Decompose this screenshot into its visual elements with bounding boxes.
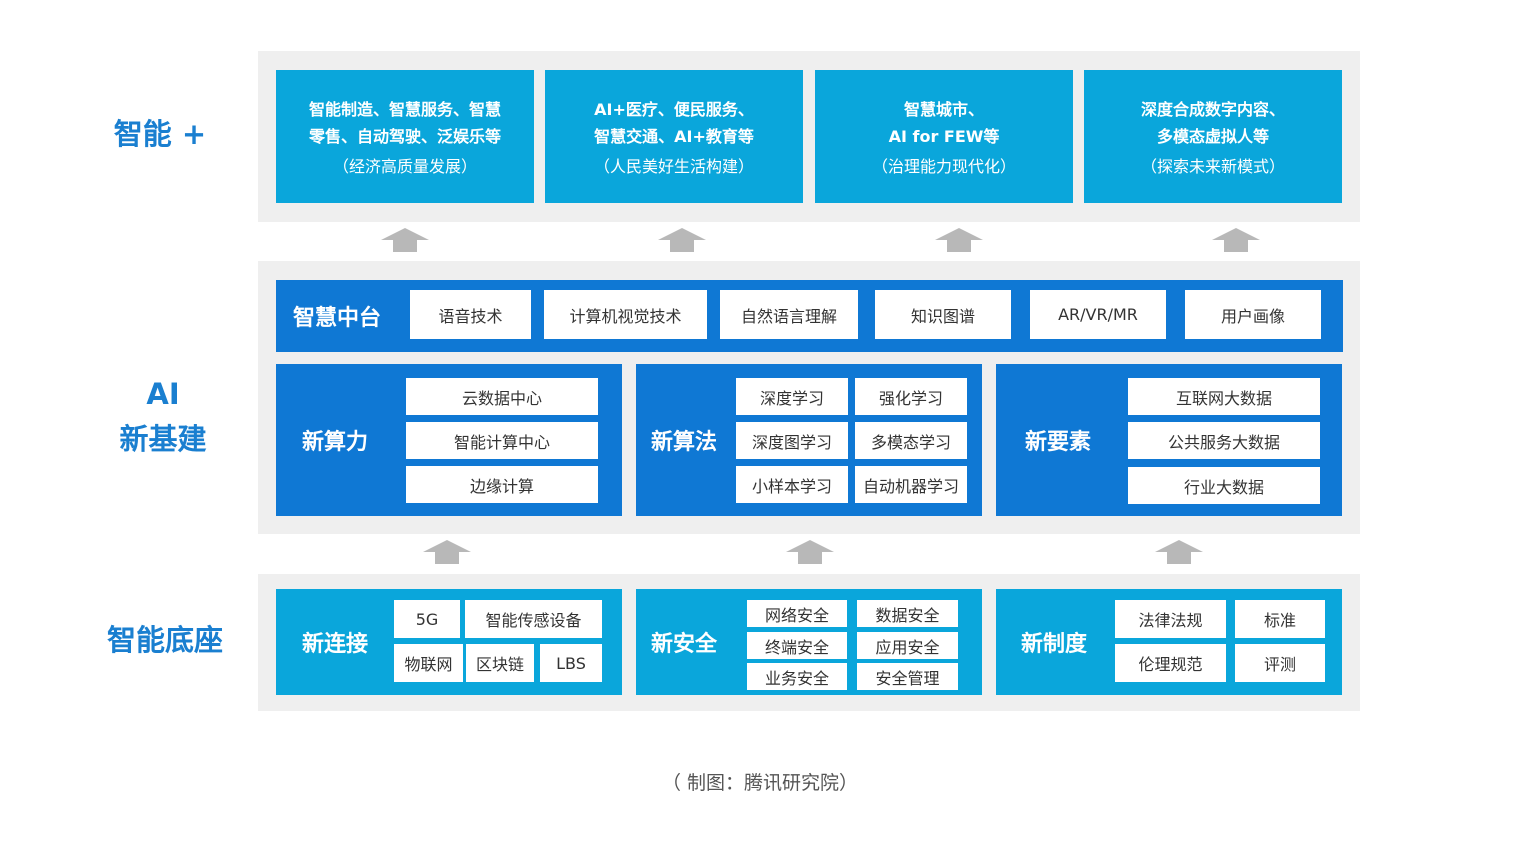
- platform-item: 用户画像: [1185, 290, 1321, 339]
- top-card-life: AI+医疗、便民服务、 智慧交通、AI+教育等 （人民美好生活构建）: [545, 70, 803, 203]
- up-arrow-icon: [381, 228, 429, 252]
- label-smart-plus: 智能 +: [113, 117, 207, 151]
- connect-title: 新连接: [302, 632, 369, 657]
- system-title: 新制度: [1021, 632, 1088, 657]
- algorithm-item: 深度图学习: [736, 422, 848, 459]
- security-item: 网络安全: [747, 600, 847, 627]
- security-item: 安全管理: [857, 663, 958, 690]
- platform-item: 自然语言理解: [720, 290, 858, 339]
- system-item: 伦理规范: [1115, 644, 1226, 682]
- top-card-sub: （人民美好生活构建）: [593, 156, 754, 176]
- platform-item: 计算机视觉技术: [544, 290, 707, 339]
- algorithm-item: 小样本学习: [736, 466, 848, 503]
- system-item: 法律法规: [1115, 600, 1226, 638]
- compute-item: 云数据中心: [406, 378, 598, 415]
- algorithm-item: 深度学习: [736, 378, 848, 415]
- connect-item: 物联网: [394, 644, 463, 682]
- system-item: 标准: [1235, 600, 1325, 638]
- figure-caption: （ 制图：腾讯研究院）: [661, 772, 859, 794]
- platform-item: 知识图谱: [875, 290, 1011, 339]
- up-arrow-icon: [1155, 540, 1203, 564]
- top-card-main: 深度合成数字内容、 多模态虚拟人等: [1140, 99, 1285, 146]
- top-card-main: 智能制造、智慧服务、智慧 零售、自动驾驶、泛娱乐等: [308, 99, 501, 146]
- top-card-economy: 智能制造、智慧服务、智慧 零售、自动驾驶、泛娱乐等 （经济高质量发展）: [276, 70, 534, 203]
- security-item: 应用安全: [857, 632, 958, 659]
- smart-platform-title: 智慧中台: [293, 306, 382, 331]
- top-card-sub: （探索未来新模式）: [1140, 156, 1285, 176]
- top-card-future: 深度合成数字内容、 多模态虚拟人等 （探索未来新模式）: [1084, 70, 1342, 203]
- connect-item: LBS: [540, 644, 602, 682]
- top-card-main: 智慧城市、 AI for FEW等: [888, 99, 1000, 146]
- up-arrow-icon: [423, 540, 471, 564]
- algorithm-item: 多模态学习: [855, 422, 967, 459]
- top-card-sub: （经济高质量发展）: [332, 156, 477, 176]
- system-item: 评测: [1235, 644, 1325, 682]
- compute-title: 新算力: [302, 430, 369, 455]
- security-item: 终端安全: [747, 632, 847, 659]
- compute-item: 智能计算中心: [406, 422, 598, 459]
- connect-item: 区块链: [466, 644, 534, 682]
- connect-item: 智能传感设备: [465, 600, 602, 638]
- up-arrow-icon: [658, 228, 706, 252]
- algorithm-item: 强化学习: [855, 378, 967, 415]
- algorithm-item: 自动机器学习: [855, 466, 967, 503]
- up-arrow-icon: [935, 228, 983, 252]
- top-card-main: AI+医疗、便民服务、 智慧交通、AI+教育等: [594, 99, 754, 146]
- label-smart-base: 智能底座: [106, 623, 223, 657]
- up-arrow-icon: [1212, 228, 1260, 252]
- algorithm-title: 新算法: [651, 430, 718, 455]
- up-arrow-icon: [786, 540, 834, 564]
- platform-item: AR/VR/MR: [1030, 290, 1166, 339]
- security-item: 业务安全: [747, 663, 847, 690]
- connect-item: 5G: [394, 600, 460, 638]
- elements-item: 行业大数据: [1128, 467, 1320, 504]
- security-item: 数据安全: [857, 600, 958, 627]
- top-card-governance: 智慧城市、 AI for FEW等 （治理能力现代化）: [815, 70, 1073, 203]
- elements-title: 新要素: [1025, 430, 1092, 455]
- platform-item: 语音技术: [410, 290, 531, 339]
- compute-item: 边缘计算: [406, 466, 598, 503]
- elements-item: 互联网大数据: [1128, 378, 1320, 415]
- top-card-sub: （治理能力现代化）: [871, 156, 1016, 176]
- elements-item: 公共服务大数据: [1128, 422, 1320, 459]
- label-ai-infra: AI 新基建: [119, 377, 207, 456]
- security-title: 新安全: [651, 632, 718, 657]
